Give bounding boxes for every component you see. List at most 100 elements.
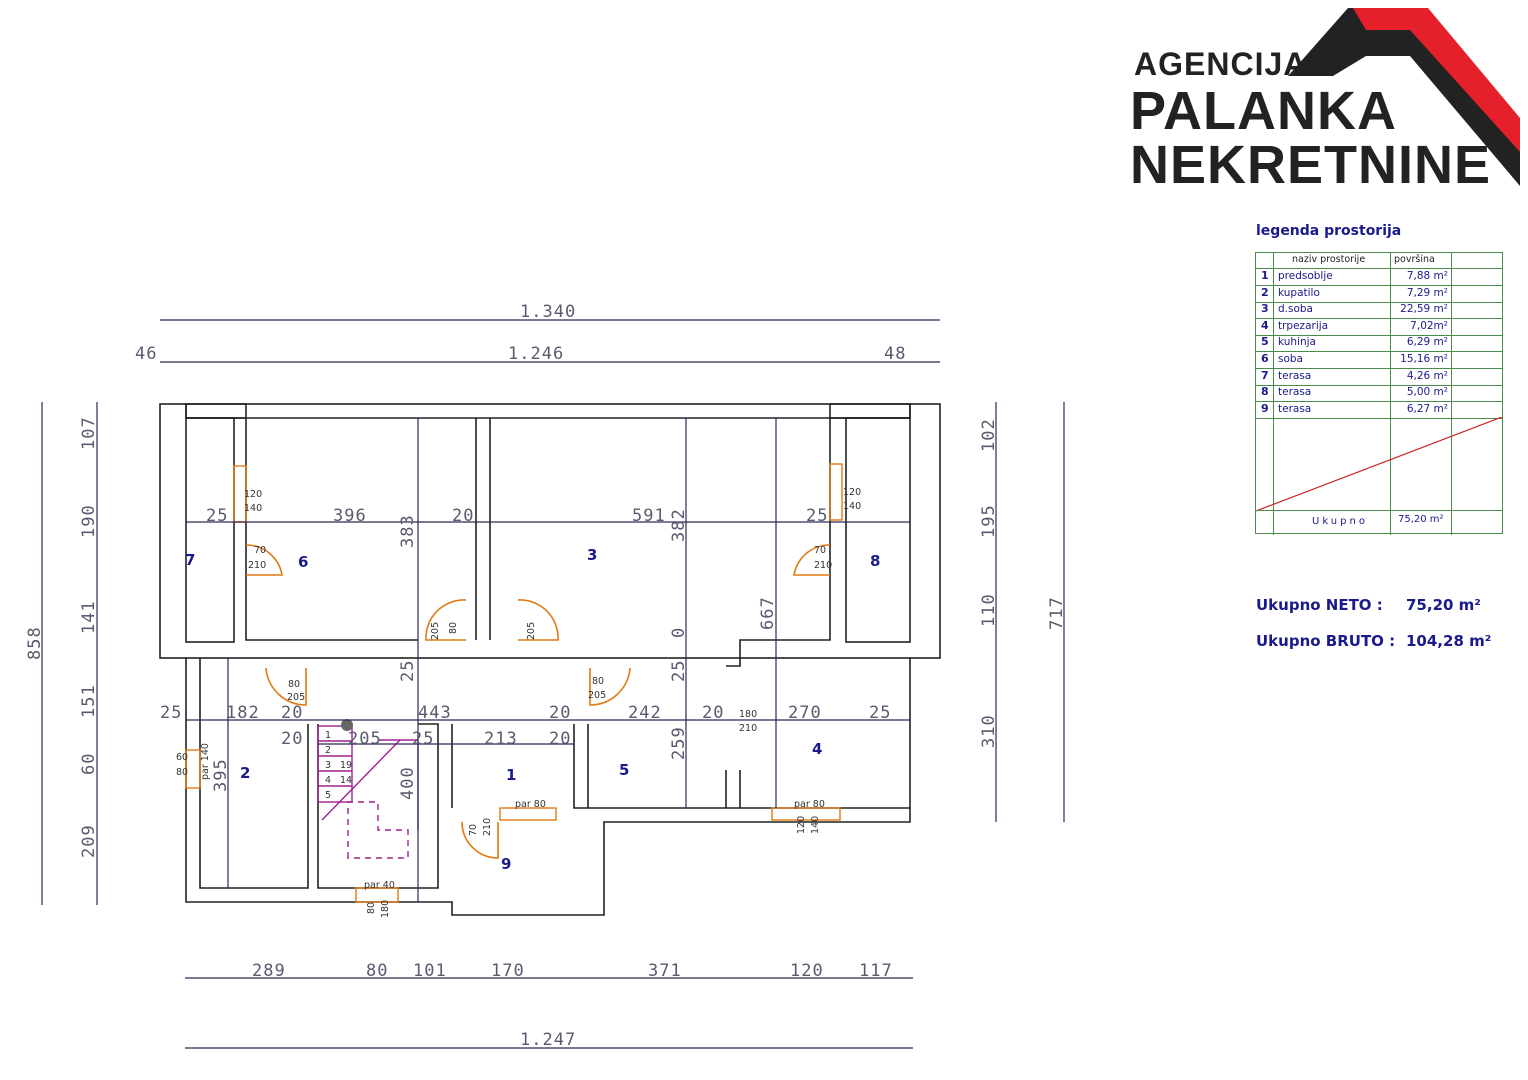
svg-text:210: 210	[739, 723, 757, 734]
svg-text:60: 60	[176, 752, 188, 763]
interior-dimensions: 25 396 20 591 25 25 182 20 443 20 242 20…	[160, 418, 910, 902]
dim-top-left: 46	[135, 344, 157, 364]
svg-text:120: 120	[244, 489, 262, 500]
dim-right-0: 102	[979, 418, 999, 452]
svg-text:667: 667	[758, 596, 778, 630]
legend-row-area: 7,29 m²	[1406, 286, 1448, 299]
room-4: 4	[812, 740, 822, 758]
svg-text:210: 210	[248, 560, 266, 571]
svg-text:20: 20	[549, 729, 571, 749]
room-5: 5	[619, 761, 629, 779]
room-8: 8	[870, 552, 880, 570]
legend-row-name: predsoblje	[1278, 270, 1333, 282]
dim-bottom-total: 1.247	[520, 1030, 576, 1050]
svg-text:5: 5	[325, 790, 331, 801]
svg-text:140: 140	[244, 503, 262, 514]
svg-text:par 140: par 140	[200, 743, 211, 780]
left-dimensions: 858 107 190 141 151 60 209	[25, 402, 99, 905]
svg-text:25: 25	[398, 660, 418, 682]
svg-text:591: 591	[632, 506, 666, 526]
legend-row-area: 6,29 m²	[1406, 336, 1448, 349]
legend-row-area: 15,16 m²	[1400, 353, 1448, 365]
svg-text:213: 213	[484, 729, 518, 749]
legend-row-num: 3	[1261, 302, 1269, 316]
logo-line3: NEKRETNINE	[1130, 135, 1492, 195]
dim-top-right: 48	[884, 344, 906, 364]
svg-text:205: 205	[526, 622, 537, 640]
svg-text:20: 20	[549, 703, 571, 723]
legend-row-num: 1	[1261, 269, 1269, 282]
svg-text:20: 20	[452, 506, 474, 526]
legend-row-name: trpezarija	[1278, 319, 1329, 332]
svg-text:1: 1	[325, 730, 331, 741]
dim-bottom-0: 289	[252, 961, 286, 981]
legend-title: legenda prostorija	[1256, 223, 1402, 239]
dim-bottom-1: 80	[366, 961, 388, 981]
svg-text:140: 140	[810, 816, 821, 834]
top-dimensions: 1.340 46 1.246 48	[135, 302, 940, 364]
dim-left-5: 209	[79, 824, 99, 858]
svg-text:25: 25	[412, 729, 434, 749]
svg-text:259: 259	[669, 726, 689, 760]
dim-left-2: 141	[79, 600, 99, 634]
dim-left-3: 151	[79, 684, 99, 718]
svg-text:25: 25	[669, 660, 689, 682]
dim-bottom-3: 170	[491, 961, 525, 981]
svg-text:80: 80	[288, 679, 300, 690]
legend-row-num: 9	[1261, 401, 1269, 415]
legend-row-name: terasa	[1278, 386, 1312, 399]
right-dimensions: 102 195 110 310 717	[979, 402, 1067, 822]
room-6: 6	[298, 553, 308, 571]
svg-text:14: 14	[340, 775, 352, 786]
legend-row-name: terasa	[1278, 402, 1312, 415]
svg-text:205: 205	[588, 690, 606, 701]
room-9: 9	[501, 855, 511, 873]
svg-text:4: 4	[325, 775, 331, 786]
svg-text:400: 400	[398, 766, 418, 800]
legend-row-area: 6,27 m²	[1406, 402, 1448, 415]
svg-text:120: 120	[843, 487, 861, 498]
svg-text:20: 20	[281, 729, 303, 749]
legend-row-area: 7,02m²	[1410, 319, 1448, 332]
svg-text:210: 210	[482, 818, 493, 836]
legend-header: naziv prostorije površina	[1256, 253, 1502, 269]
svg-text:par 40: par 40	[364, 880, 395, 891]
dim-top-mid: 1.246	[508, 344, 564, 364]
svg-text:395: 395	[211, 758, 231, 792]
dim-bottom-6: 117	[859, 961, 893, 981]
dim-left-4: 60	[79, 753, 99, 775]
svg-text:par 80: par 80	[515, 799, 546, 810]
legend-diagonal	[1256, 417, 1503, 512]
room-1: 1	[506, 766, 516, 784]
svg-text:383: 383	[398, 514, 418, 548]
logo-line2: PALANKA	[1130, 81, 1397, 141]
dim-bottom-5: 120	[790, 961, 824, 981]
svg-text:140: 140	[843, 501, 861, 512]
svg-text:210: 210	[814, 560, 832, 571]
legend-row-name: kuhinja	[1278, 336, 1316, 349]
room-2: 2	[240, 764, 250, 782]
svg-text:25: 25	[869, 703, 891, 723]
svg-text:242: 242	[628, 703, 662, 723]
svg-text:80: 80	[366, 902, 377, 914]
dim-right-3: 310	[979, 714, 999, 748]
svg-text:par 80: par 80	[794, 799, 825, 810]
svg-text:80: 80	[592, 676, 604, 687]
dim-right-total: 717	[1047, 596, 1067, 630]
svg-text:20: 20	[702, 703, 724, 723]
agency-logo: AGENCIJA PALANKA NEKRETNINE	[1128, 0, 1528, 195]
svg-text:270: 270	[788, 703, 822, 723]
svg-text:80: 80	[176, 767, 188, 778]
legend-row-name: terasa	[1278, 369, 1312, 382]
svg-text:70: 70	[468, 824, 479, 836]
summary-neto: Ukupno NETO : 75,20 m²	[1256, 596, 1481, 614]
legend-row-name: d.soba	[1278, 303, 1313, 316]
summary-bruto: Ukupno BRUTO : 104,28 m²	[1256, 632, 1492, 650]
dim-left-1: 190	[79, 504, 99, 538]
legend-row-num: 2	[1261, 285, 1269, 299]
